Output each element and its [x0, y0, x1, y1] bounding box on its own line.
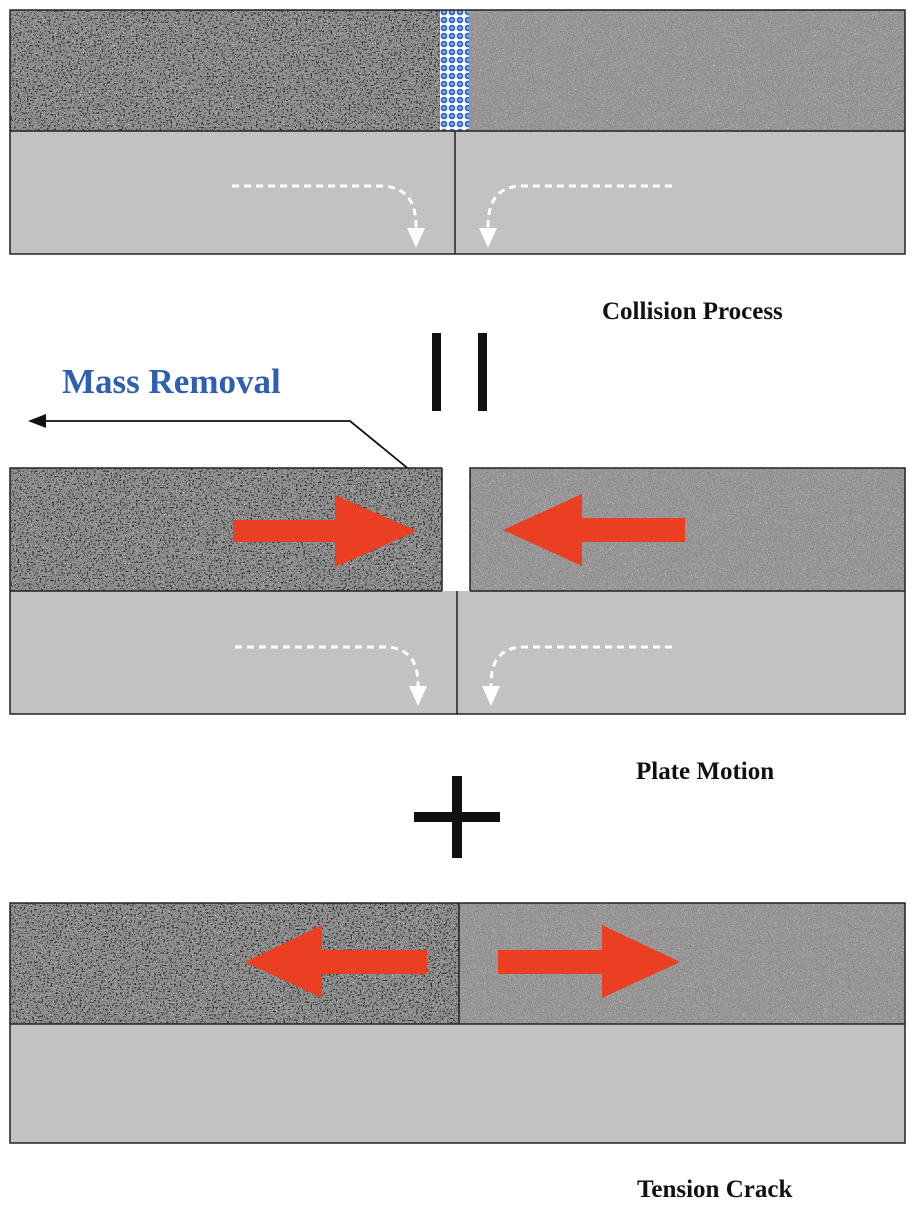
equals-bar-right: [478, 333, 487, 411]
equals-bar-left: [432, 333, 441, 411]
panel-collision: [9, 9, 906, 255]
plate-left-2-outline: [9, 467, 906, 715]
equals-symbol: [432, 333, 487, 411]
flow-arrow-right-1: [486, 184, 672, 232]
mass-removal-arrowhead: [28, 414, 46, 428]
mantle-3: [10, 1024, 905, 1143]
mantle-1: [10, 131, 905, 254]
panel-border-3: [9, 902, 906, 1144]
plate-right-1: [469, 10, 905, 131]
push-arrow-right: [233, 495, 417, 567]
plate-left-1: [10, 10, 440, 131]
flow-arrow-left-2: [235, 645, 420, 690]
flow-arrow-left-1-head: [407, 228, 425, 248]
collision-process-caption: Collision Process: [602, 298, 783, 325]
flow-arrow-left-2-head: [409, 686, 427, 706]
removed-gap: [442, 468, 470, 591]
plus-symbol: [414, 776, 500, 858]
panel-border-1: [9, 9, 906, 255]
pull-arrow-right: [498, 925, 680, 998]
flow-arrow-left-1: [232, 184, 418, 232]
panel-plate-motion: [9, 467, 906, 715]
pull-arrow-left: [245, 925, 427, 998]
tension-crack-caption: Tension Crack: [637, 1176, 793, 1203]
collision-zone-fill: [440, 10, 469, 131]
flow-arrow-right-2: [489, 645, 672, 690]
mass-removal-label: Mass Removal: [62, 362, 281, 401]
panel-tension-crack: [9, 902, 906, 1144]
plus-vertical: [452, 776, 462, 858]
flow-arrow-right-1-head: [479, 228, 497, 248]
push-arrow-left: [503, 494, 685, 566]
flow-arrow-right-2-head: [482, 686, 500, 706]
plate-motion-caption: Plate Motion: [636, 758, 775, 785]
